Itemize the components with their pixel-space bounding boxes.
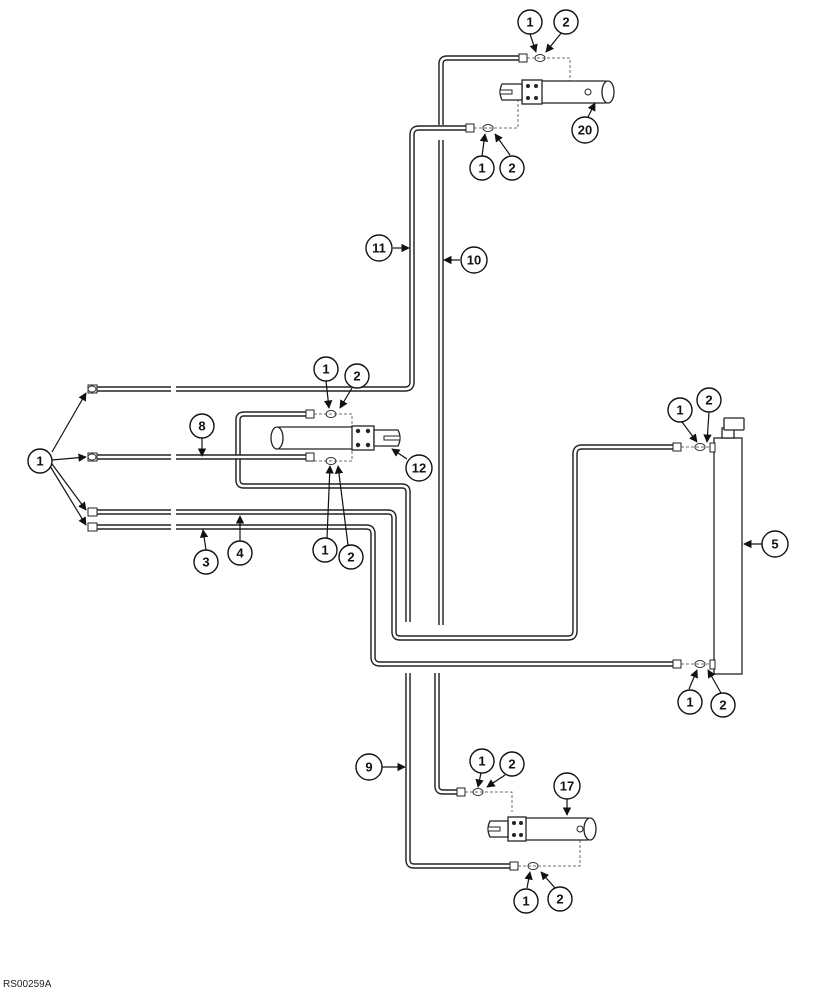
callout-1-top: 1 — [517, 9, 543, 35]
callout-17: 17 — [553, 772, 581, 800]
leader-lines — [49, 31, 762, 889]
callout-2-cyl17-bottom-text: 2 — [556, 892, 563, 907]
callout-1-valve-bottom-text: 1 — [686, 695, 693, 710]
callout-12: 12 — [405, 454, 433, 482]
callout-5: 5 — [761, 530, 789, 558]
callout-1-left: 1 — [27, 448, 53, 474]
callout-1-cyl20: 1 — [469, 155, 495, 181]
callout-2-valve-bottom-text: 2 — [719, 698, 726, 713]
callout-2-top-text: 2 — [562, 15, 569, 30]
callout-8-text: 8 — [198, 419, 205, 434]
tube-break-marks — [171, 383, 176, 533]
tube-4 — [95, 444, 676, 641]
callout-1-cyl12-bottom-text: 1 — [321, 543, 328, 558]
valve-5 — [709, 417, 745, 675]
cylinder-12 — [270, 425, 401, 451]
callout-2-cyl12-top-text: 2 — [353, 369, 360, 384]
callout-20: 20 — [571, 116, 599, 144]
callout-1-cyl20-text: 1 — [478, 161, 485, 176]
callout-2-valve-bottom: 2 — [710, 692, 736, 718]
callout-2-valve-top-text: 2 — [705, 393, 712, 408]
callout-9-text: 9 — [365, 760, 372, 775]
callout-4: 4 — [227, 540, 253, 566]
callout-1-valve-top: 1 — [667, 397, 693, 423]
callout-1-cyl17-top: 1 — [469, 748, 495, 774]
callout-11: 11 — [365, 234, 393, 262]
callout-10-text: 10 — [467, 253, 481, 268]
callout-17-text: 17 — [560, 779, 574, 794]
callout-4-text: 4 — [236, 546, 244, 561]
fitting-connectors — [87, 54, 706, 870]
callout-1-top-text: 1 — [526, 15, 533, 30]
callout-2-cyl17-bottom: 2 — [547, 886, 573, 912]
tube-9 — [405, 673, 512, 869]
callout-10: 10 — [460, 246, 488, 274]
callout-1-cyl12-bottom: 1 — [312, 537, 338, 563]
callout-2-cyl12-bottom: 2 — [338, 544, 364, 570]
callout-1-cyl17-bottom-text: 1 — [522, 894, 529, 909]
callout-2-valve-top: 2 — [696, 387, 722, 413]
callout-5-text: 5 — [771, 537, 778, 552]
callout-8: 8 — [189, 413, 215, 439]
callout-2-cyl20-text: 2 — [508, 161, 515, 176]
callout-2-cyl17-top: 2 — [499, 751, 525, 777]
callout-12-text: 12 — [412, 461, 426, 476]
callout-1-left-text: 1 — [36, 454, 43, 469]
cylinder-17 — [487, 816, 597, 842]
callout-20-text: 20 — [578, 123, 592, 138]
callout-1-cyl12-top-text: 1 — [322, 362, 329, 377]
callout-2-top: 2 — [553, 9, 579, 35]
callout-1-valve-top-text: 1 — [676, 403, 683, 418]
callout-3: 3 — [193, 549, 219, 575]
callout-2-cyl12-top: 2 — [344, 363, 370, 389]
tube-end-fittings — [87, 53, 682, 871]
tube-top-short — [438, 55, 522, 125]
callout-2-cyl17-top-text: 2 — [508, 757, 515, 772]
dashed-connections — [314, 57, 718, 867]
tube-bottom-short — [434, 673, 458, 795]
callout-1-cyl17-bottom: 1 — [513, 888, 539, 914]
tube-3 — [95, 524, 676, 667]
callout-2-cyl12-bottom-text: 2 — [347, 550, 354, 565]
callout-3-text: 3 — [202, 555, 209, 570]
callout-1-cyl12-top: 1 — [313, 356, 339, 382]
tube-cylinder12-rear — [235, 411, 411, 622]
callout-1-valve-bottom: 1 — [677, 689, 703, 715]
figure-reference-code: RS00259A — [3, 979, 52, 990]
callout-9: 9 — [355, 753, 383, 781]
callout-1-cyl17-top-text: 1 — [478, 754, 485, 769]
cylinder-20 — [499, 79, 615, 105]
callout-11-text: 11 — [372, 241, 386, 256]
callout-2-cyl20: 2 — [499, 155, 525, 181]
tube-11 — [95, 125, 470, 392]
